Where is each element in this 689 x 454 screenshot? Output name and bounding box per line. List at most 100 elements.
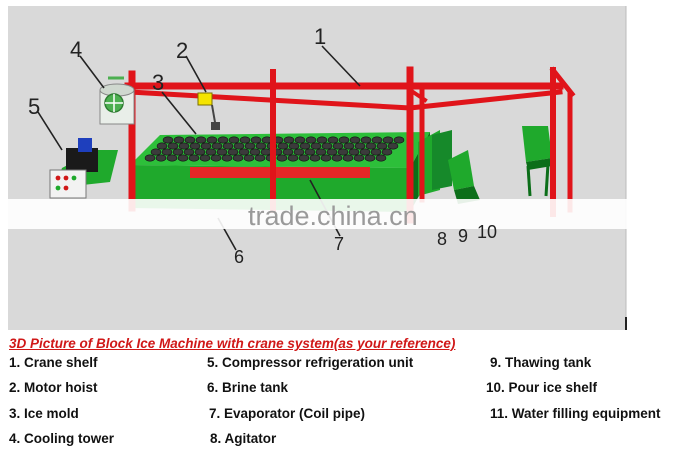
ice-mold-cell <box>155 154 167 162</box>
ice-mold-cell <box>337 148 349 156</box>
ice-mold-cell <box>277 142 289 150</box>
ice-mold-cell <box>348 148 360 156</box>
ice-mold-cell <box>360 136 372 144</box>
ice-mold-cell <box>288 142 300 150</box>
ice-mold-cell <box>353 154 365 162</box>
ice-mold-cell <box>310 142 322 150</box>
callout-2: 2 <box>176 38 188 63</box>
ice-mold-cell <box>294 136 306 144</box>
ice-mold-cell <box>243 154 255 162</box>
water-filling-unit <box>522 126 552 197</box>
ice-mold-cell <box>260 148 272 156</box>
ice-mold-cell <box>239 136 251 144</box>
watermark-text: trade.china.cn <box>248 201 418 231</box>
callout-6: 6 <box>234 247 244 267</box>
ice-mold-cell <box>194 148 206 156</box>
ice-mold-cell <box>162 136 174 144</box>
ice-mold-cell <box>282 148 294 156</box>
ice-mold-cell <box>382 136 394 144</box>
watermark-band <box>0 199 689 229</box>
callout-10: 10 <box>477 222 497 242</box>
ice-mold-cell <box>332 142 344 150</box>
callout-5: 5 <box>28 94 40 119</box>
ice-mold-cell <box>232 154 244 162</box>
ice-mold-cell <box>365 142 377 150</box>
ice-mold-cell <box>183 148 195 156</box>
ice-mold-cell <box>321 142 333 150</box>
compressor-unit <box>49 138 118 199</box>
ice-mold-cell <box>305 136 317 144</box>
ice-mold-cell <box>222 142 234 150</box>
ice-mold-cell <box>309 154 321 162</box>
ice-mold-cell <box>188 154 200 162</box>
ice-mold-cell <box>304 148 316 156</box>
ice-mold-cell <box>250 136 262 144</box>
ice-mold-cell <box>359 148 371 156</box>
ice-mold-cell <box>217 136 229 144</box>
ice-mold-cell <box>371 136 383 144</box>
ice-mold-cell <box>200 142 212 150</box>
ice-mold-cell <box>156 142 168 150</box>
ice-mold-cell <box>221 154 233 162</box>
legend-item-evaporator: 7. Evaporator (Coil pipe) <box>209 406 366 421</box>
ice-mold-cell <box>255 142 267 150</box>
callout-7: 7 <box>334 234 344 254</box>
legend-item-crane-shelf: 1. Crane shelf <box>9 355 98 370</box>
ice-mold-cell <box>343 142 355 150</box>
legend-item-brine-tank: 6. Brine tank <box>207 380 289 395</box>
ice-mold-cell <box>177 154 189 162</box>
ice-mold-cell <box>381 148 393 156</box>
ice-mold-cell <box>144 154 156 162</box>
legend-item-compressor: 5. Compressor refrigeration unit <box>207 355 414 370</box>
ice-mold-cell <box>327 136 339 144</box>
evaporator-coil <box>190 167 370 178</box>
ice-mold-cell <box>172 148 184 156</box>
ice-mold-cell <box>178 142 190 150</box>
diagram-caption: 3D Picture of Block Ice Machine with cra… <box>9 336 456 351</box>
ice-mold-cell <box>354 142 366 150</box>
ice-mold-cell <box>387 142 399 150</box>
ice-mold-cell <box>167 142 179 150</box>
ice-mold-cell <box>375 154 387 162</box>
ice-mold-cell <box>349 136 361 144</box>
ice-mold-cell <box>315 148 327 156</box>
cooling-tower <box>99 76 135 125</box>
legend-item-motor-hoist: 2. Motor hoist <box>9 380 98 395</box>
ice-mold-cell <box>316 136 328 144</box>
ice-mold-cell <box>283 136 295 144</box>
ice-mold-cell <box>254 154 266 162</box>
ice-mold-cell <box>216 148 228 156</box>
ice-mold-cell <box>184 136 196 144</box>
ice-mold-cell <box>199 154 211 162</box>
ice-mold-cell <box>326 148 338 156</box>
ice-mold-cell <box>166 154 178 162</box>
ice-mold-cell <box>206 136 218 144</box>
motor-hoist <box>197 92 220 130</box>
ice-mold-cell <box>370 148 382 156</box>
ice-machine-3d-diagram: trade.china.cn 1 2 3 4 5 6 7 8 9 10 <box>0 6 689 330</box>
callout-3: 3 <box>152 70 164 95</box>
callout-1: 1 <box>314 24 326 49</box>
ice-mold-cell <box>150 148 162 156</box>
legend-item-cooling-tower: 4. Cooling tower <box>9 431 115 446</box>
ice-mold-cell <box>173 136 185 144</box>
ice-mold-cell <box>249 148 261 156</box>
ice-mold-cell <box>276 154 288 162</box>
ice-mold-cell <box>233 142 245 150</box>
ice-mold-cell <box>331 154 343 162</box>
ice-mold-cell <box>338 136 350 144</box>
callout-9: 9 <box>458 226 468 246</box>
ice-mold-cell <box>293 148 305 156</box>
callout-4: 4 <box>70 37 82 62</box>
ice-mold-cell <box>210 154 222 162</box>
ice-mold-cell <box>244 142 256 150</box>
ice-mold-cell <box>364 154 376 162</box>
ice-mold-cell <box>161 148 173 156</box>
ice-mold-cell <box>195 136 207 144</box>
callout-8: 8 <box>437 229 447 249</box>
ice-mold-cell <box>342 154 354 162</box>
ice-mold-cell <box>320 154 332 162</box>
ice-mold-cell <box>238 148 250 156</box>
legend-item-thawing-tank: 9. Thawing tank <box>490 355 592 370</box>
ice-mold-cell <box>393 136 405 144</box>
